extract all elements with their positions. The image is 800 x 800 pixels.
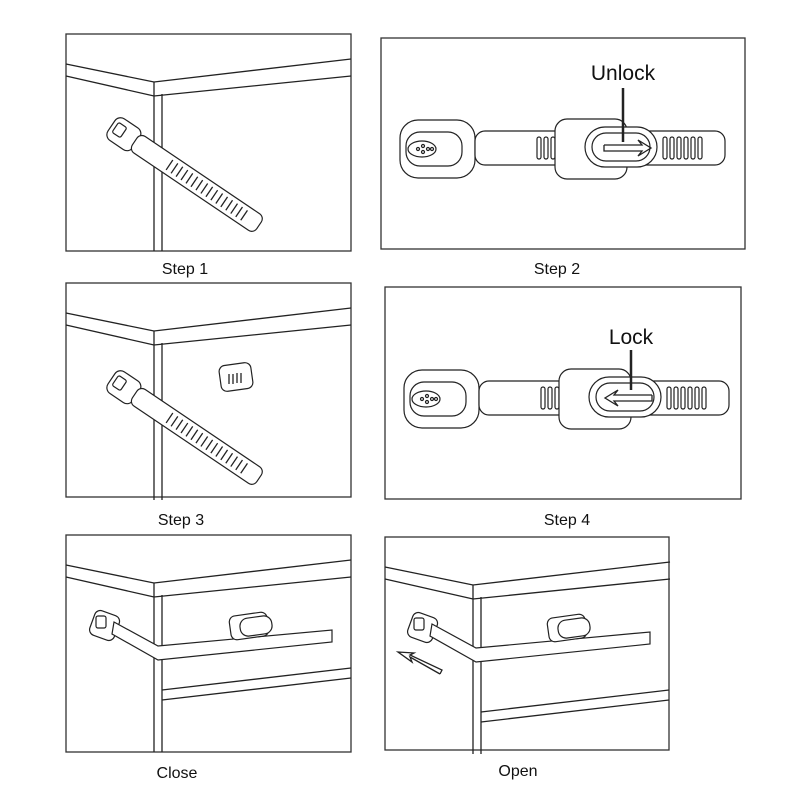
step-3-caption: Step 3 — [158, 512, 204, 529]
arrow-right-icon — [603, 139, 653, 157]
close-caption: Close — [157, 765, 198, 782]
step-4-panel: Lock Step 4 — [384, 286, 742, 529]
strap-buckle-illustration — [218, 362, 254, 392]
pull-arrow-icon — [395, 651, 443, 675]
step-1-caption: Step 1 — [162, 261, 208, 278]
close-panel: Close — [65, 534, 352, 782]
step-2-caption: Step 2 — [534, 261, 580, 278]
open-panel: Open — [384, 536, 671, 780]
step-3-panel: Step 3 — [65, 282, 352, 529]
step-1-panel: Step 1 — [65, 33, 352, 278]
open-caption: Open — [498, 763, 537, 780]
step-4-caption: Step 4 — [544, 512, 590, 529]
step-2-panel: Unlock Step 2 — [380, 37, 746, 278]
unlock-label: Unlock — [591, 62, 656, 85]
lock-label: Lock — [609, 326, 654, 349]
arrow-left-icon — [603, 389, 653, 407]
